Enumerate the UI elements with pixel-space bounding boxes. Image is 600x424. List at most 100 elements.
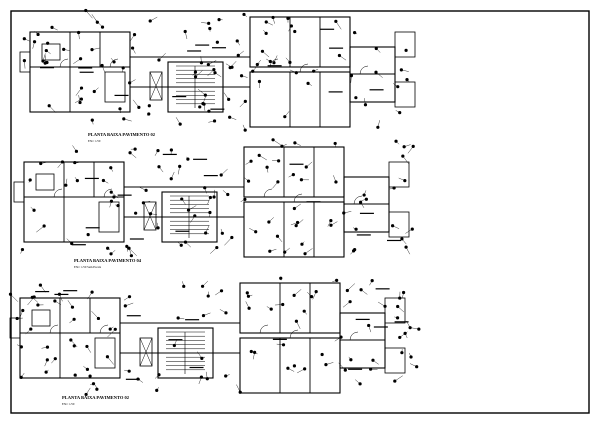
room-tag-mark xyxy=(78,67,93,69)
electrical-point-symbol xyxy=(391,224,395,228)
leader-line xyxy=(107,356,114,365)
electrical-point-symbol xyxy=(109,252,113,256)
electrical-point-symbol xyxy=(329,219,333,223)
bathroom-outline xyxy=(35,173,55,191)
electrical-point-symbol xyxy=(112,195,116,199)
electrical-point-symbol xyxy=(156,226,160,230)
leader-line xyxy=(338,362,346,371)
leader-line xyxy=(402,156,410,165)
electrical-point-symbol xyxy=(247,306,251,310)
bathroom-outline xyxy=(41,43,61,61)
electrical-point-symbol xyxy=(294,319,299,323)
right-unit-bottom-outline xyxy=(249,71,351,128)
electrical-point-symbol xyxy=(208,210,212,215)
electrical-point-symbol xyxy=(176,316,180,320)
electrical-point-symbol xyxy=(106,246,110,250)
leader-line xyxy=(128,248,137,256)
electrical-point-symbol xyxy=(352,31,357,35)
electrical-point-symbol xyxy=(193,70,198,74)
electrical-point-symbol xyxy=(148,19,152,23)
door-swing xyxy=(109,58,119,68)
room-tag-mark xyxy=(348,368,363,370)
door-swing xyxy=(49,324,59,334)
leader-line xyxy=(49,105,57,113)
elevator-outline xyxy=(149,71,163,101)
electrical-point-symbol xyxy=(249,159,253,163)
electrical-point-symbol xyxy=(199,61,204,65)
electrical-point-symbol xyxy=(29,327,33,331)
electrical-point-symbol xyxy=(74,149,79,153)
plan-title: PLANTA BAIXA PAVIMENTO 02 xyxy=(88,132,156,137)
electrical-point-symbol xyxy=(396,304,400,309)
electrical-point-symbol xyxy=(224,374,228,378)
electrical-point-symbol xyxy=(246,179,251,183)
door-swing xyxy=(299,63,309,73)
service-area-outline xyxy=(394,81,416,108)
door-swing xyxy=(53,188,63,198)
electrical-point-symbol xyxy=(268,249,272,253)
electrical-point-symbol xyxy=(283,250,287,254)
electrical-point-symbol xyxy=(267,220,271,224)
electrical-point-symbol xyxy=(85,344,89,349)
electrical-point-symbol xyxy=(208,26,212,31)
electrical-point-symbol xyxy=(127,369,131,373)
electrical-point-symbol xyxy=(288,60,292,64)
electrical-point-symbol xyxy=(44,48,48,53)
leader-line xyxy=(107,329,116,338)
leader-line xyxy=(10,294,19,302)
electrical-point-symbol xyxy=(257,79,262,84)
room-tag-mark xyxy=(212,47,227,49)
leader-line xyxy=(347,283,356,291)
door-swing xyxy=(59,58,69,68)
electrical-point-symbol xyxy=(73,160,77,165)
electrical-point-symbol xyxy=(228,115,232,119)
electrical-point-symbol xyxy=(351,249,356,253)
electrical-point-symbol xyxy=(121,66,125,70)
electrical-point-symbol xyxy=(367,323,371,328)
electrical-point-symbol xyxy=(410,227,414,231)
electrical-point-symbol xyxy=(251,69,255,73)
electrical-point-symbol xyxy=(312,69,316,73)
electrical-point-symbol xyxy=(105,355,110,359)
electrical-point-symbol xyxy=(69,338,73,342)
right-wing-outline xyxy=(343,176,390,233)
door-swing xyxy=(293,193,303,203)
electrical-point-symbol xyxy=(46,41,50,45)
electrical-point-symbol xyxy=(157,165,161,169)
electrical-point-symbol xyxy=(123,304,127,308)
door-swing xyxy=(103,188,113,198)
room-tag-mark xyxy=(187,50,202,52)
electrical-point-symbol xyxy=(358,382,362,386)
room-tag-mark xyxy=(125,378,140,380)
electrical-point-symbol xyxy=(268,59,272,64)
electrical-point-symbol xyxy=(203,93,207,97)
room-tag-mark xyxy=(203,174,218,177)
electrical-point-symbol xyxy=(134,211,138,215)
electrical-point-symbol xyxy=(72,317,76,321)
electrical-point-symbol xyxy=(90,290,94,294)
electrical-point-symbol xyxy=(364,197,368,201)
room-tag-mark xyxy=(394,321,409,323)
electrical-point-symbol xyxy=(85,367,90,371)
electrical-point-symbol xyxy=(141,201,145,205)
electrical-point-symbol xyxy=(342,211,346,215)
leader-line xyxy=(85,10,93,19)
electrical-point-symbol xyxy=(129,254,134,258)
room-tag-mark xyxy=(85,227,100,229)
electrical-point-symbol xyxy=(243,197,247,201)
room-tag-mark xyxy=(35,290,50,293)
electrical-point-symbol xyxy=(276,180,280,184)
bathroom-outline xyxy=(31,309,51,327)
electrical-point-symbol xyxy=(408,326,412,330)
electrical-point-symbol xyxy=(345,288,349,293)
room-tag-mark xyxy=(373,326,388,328)
electrical-point-symbol xyxy=(337,53,342,58)
electrical-point-symbol xyxy=(90,118,94,122)
electrical-point-symbol xyxy=(186,157,190,161)
plan-title: PLANTA BAIXA PAVIMENTO 02 xyxy=(62,395,130,400)
electrical-point-symbol xyxy=(91,382,96,386)
leader-line xyxy=(36,225,45,233)
leader-line xyxy=(27,296,35,306)
electrical-point-symbol xyxy=(96,316,101,321)
electrical-point-symbol xyxy=(148,212,153,216)
